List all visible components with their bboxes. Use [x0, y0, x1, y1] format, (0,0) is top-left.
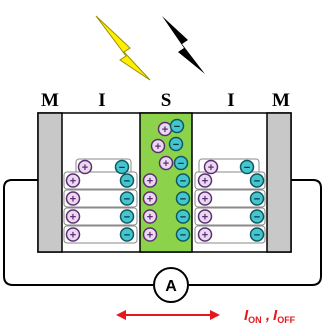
- negative-charge: −: [249, 173, 265, 188]
- negative-charge: −: [175, 173, 191, 188]
- label-semiconductor: S: [161, 90, 172, 111]
- exciton-pair-bar: [194, 171, 266, 190]
- exciton-pair-bar: [194, 225, 266, 244]
- svg-text:+: +: [70, 194, 76, 206]
- exciton-pair-bar: [63, 171, 138, 190]
- positive-charge: +: [65, 227, 81, 242]
- svg-text:−: −: [180, 194, 186, 206]
- exciton-pair-bar: [63, 207, 138, 226]
- positive-charge: +: [203, 159, 219, 175]
- positive-charge: +: [150, 138, 166, 154]
- svg-text:+: +: [147, 176, 153, 188]
- svg-text:−: −: [254, 230, 260, 242]
- exciton-pair-bar: [63, 189, 138, 208]
- svg-text:−: −: [180, 212, 186, 224]
- circuit-wire: [3, 179, 322, 286]
- negative-charge: −: [249, 227, 265, 242]
- svg-text:−: −: [124, 194, 130, 206]
- positive-charge: +: [142, 209, 158, 224]
- svg-text:−: −: [124, 212, 130, 224]
- label-metal-left: M: [41, 90, 59, 111]
- right-metal-electrode: [266, 112, 292, 253]
- negative-charge: −: [119, 227, 135, 242]
- positive-charge: +: [65, 173, 81, 188]
- positive-charge: +: [158, 155, 174, 171]
- svg-text:+: +: [70, 212, 76, 224]
- svg-text:−: −: [254, 194, 260, 206]
- svg-text:+: +: [202, 230, 208, 242]
- negative-charge: −: [119, 209, 135, 224]
- negative-charge: −: [249, 191, 265, 206]
- negative-charge: −: [168, 136, 184, 152]
- svg-text:+: +: [70, 176, 76, 188]
- current-arrow: [116, 310, 220, 320]
- positive-charge: +: [77, 159, 93, 175]
- svg-text:−: −: [180, 230, 186, 242]
- exciton-pair-bar: [194, 189, 266, 208]
- negative-charge: −: [114, 159, 130, 175]
- label-insulator-left: I: [98, 90, 105, 111]
- negative-charge: −: [175, 191, 191, 206]
- svg-text:−: −: [180, 176, 186, 188]
- svg-text:−: −: [119, 162, 125, 174]
- svg-text:+: +: [155, 141, 161, 153]
- svg-text:−: −: [178, 158, 184, 170]
- ioff-subscript: OFF: [277, 315, 295, 325]
- current-separator: ,: [262, 307, 270, 324]
- label-insulator-right: I: [227, 90, 234, 111]
- light-flash-icon: [95, 15, 151, 81]
- svg-text:−: −: [244, 162, 250, 174]
- svg-text:+: +: [162, 124, 168, 136]
- svg-text:−: −: [173, 139, 179, 151]
- svg-text:−: −: [124, 176, 130, 188]
- ioff-symbol: I: [273, 307, 278, 324]
- svg-text:+: +: [202, 176, 208, 188]
- dark-flash-icon: [162, 16, 205, 74]
- ion-subscript: ON: [248, 315, 262, 325]
- svg-text:+: +: [208, 162, 214, 174]
- negative-charge: −: [175, 209, 191, 224]
- svg-text:+: +: [163, 158, 169, 170]
- positive-charge: +: [65, 191, 81, 206]
- ion-symbol: I: [244, 307, 249, 324]
- negative-charge: −: [175, 227, 191, 242]
- current-label: ION ,IOFF: [244, 307, 296, 325]
- svg-text:+: +: [147, 194, 153, 206]
- negative-charge: −: [169, 118, 185, 134]
- svg-text:−: −: [174, 121, 180, 133]
- positive-charge: +: [65, 209, 81, 224]
- svg-text:−: −: [254, 212, 260, 224]
- negative-charge: −: [173, 155, 189, 171]
- svg-text:+: +: [147, 230, 153, 242]
- label-metal-right: M: [272, 90, 290, 111]
- svg-text:−: −: [254, 176, 260, 188]
- negative-charge: −: [239, 159, 255, 175]
- positive-charge: +: [197, 209, 213, 224]
- svg-text:+: +: [82, 162, 88, 174]
- svg-text:+: +: [202, 212, 208, 224]
- svg-text:−: −: [124, 230, 130, 242]
- negative-charge: −: [249, 209, 265, 224]
- positive-charge: +: [197, 227, 213, 242]
- svg-text:+: +: [202, 194, 208, 206]
- positive-charge: +: [142, 191, 158, 206]
- svg-text:+: +: [147, 212, 153, 224]
- left-metal-electrode: [37, 112, 63, 253]
- positive-charge: +: [197, 191, 213, 206]
- positive-charge: +: [157, 121, 173, 137]
- negative-charge: −: [119, 173, 135, 188]
- svg-text:+: +: [70, 230, 76, 242]
- negative-charge: −: [119, 191, 135, 206]
- positive-charge: +: [142, 173, 158, 188]
- positive-charge: +: [142, 227, 158, 242]
- ammeter: [153, 267, 189, 303]
- positive-charge: +: [197, 173, 213, 188]
- exciton-pair-bar: [194, 207, 266, 226]
- exciton-pair-bar: [63, 225, 138, 244]
- ammeter-label: A: [165, 278, 177, 295]
- charge-carriers: +−+−+−+−+−+−+−+−+−+−+−+−+−+−+−+−+−: [65, 118, 265, 242]
